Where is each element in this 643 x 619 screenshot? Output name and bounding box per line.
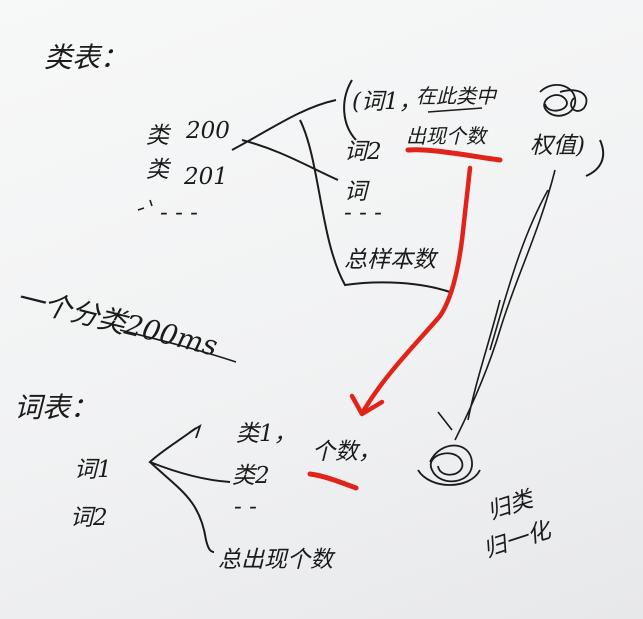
word-table-row: 词1 [74,457,112,483]
word-brace [148,427,231,553]
tag-underline [427,107,483,113]
note-underline [119,329,237,363]
class-count: 个数， [312,439,381,465]
tick-bottom [437,411,453,431]
total-occurrences-label: 总出现个数 [218,547,333,573]
scribble-bottom [417,444,481,486]
close-paren [585,139,605,177]
tag-weight: 权值) [530,133,585,159]
word-table-heading: 词表： [14,391,99,424]
category-row-id: 201 [184,164,228,190]
scribble-top [539,84,588,117]
class-item-1: 类1， [236,421,297,447]
tag-occurrence-count: 出现个数 [406,124,486,148]
word-table-row: 词2 [70,505,108,531]
word-brace-arrowhead [189,423,202,439]
word-entry-1: (词1， [352,89,422,115]
total-samples-label: 总样本数 [344,247,436,273]
category-row-prefix: 类 [146,157,169,183]
red-underline-top [405,147,503,163]
category-row-prefix: 类 [146,123,169,149]
category-brace [231,99,451,293]
class-ellipsis: - - [234,494,257,520]
class-item-2: 类2 [232,463,270,489]
category-table-heading: 类表： [44,41,129,74]
open-paren [343,79,357,141]
trail-lines [454,169,556,441]
red-underline-bottom [307,471,359,491]
category-ellipsis: - - - [160,200,198,226]
category-row-id: 200 [186,118,230,144]
tick-marks [137,199,153,211]
word-entry-ellipsis: - - - [344,200,382,226]
word-entry-2: 词2 [344,139,382,165]
word-entry-3: 词 [344,179,367,205]
red-arrow [361,165,473,413]
red-arrowhead [349,393,385,417]
tag-in-category: 在此类中 [416,84,496,108]
